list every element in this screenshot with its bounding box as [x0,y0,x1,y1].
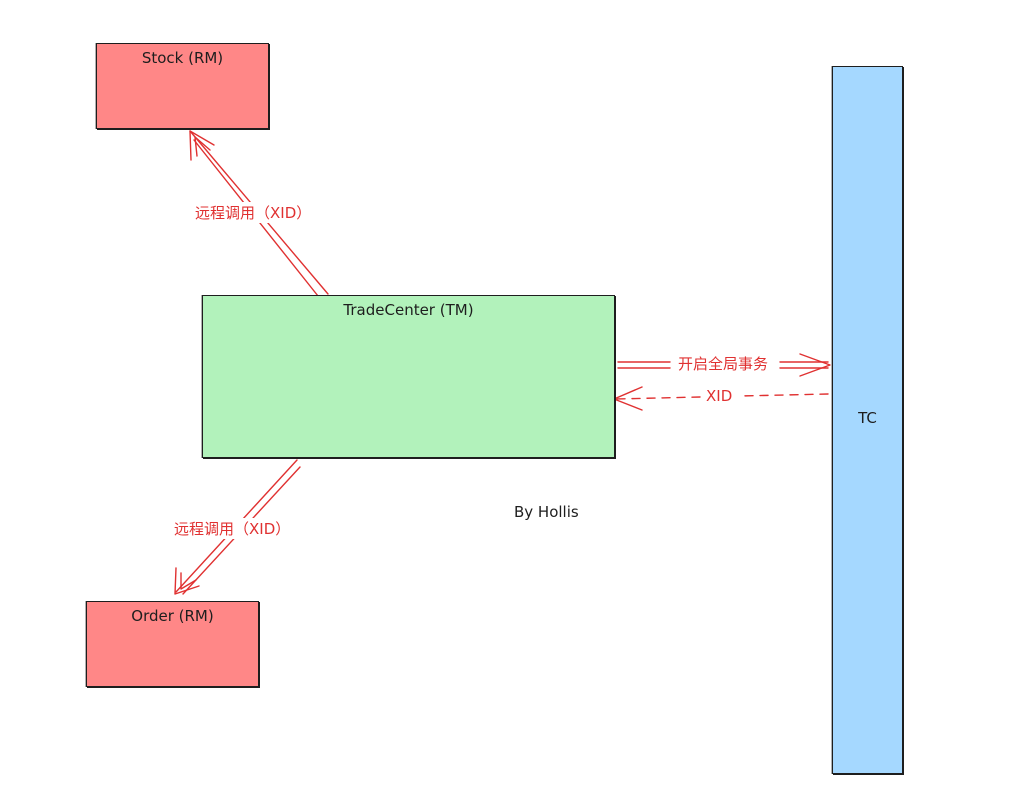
order-node-label: Order (RM) [131,607,214,625]
author-credit: By Hollis [514,503,579,521]
edge-label-to-order: 远程调用（XID） [172,518,293,539]
stock-node-label: Stock (RM) [141,49,224,67]
edge-label-to-stock: 远程调用（XID） [193,202,314,223]
tc-node-label: TC [858,409,877,427]
arrowhead-order-icon [174,567,200,595]
trade-center-node-label: TradeCenter (TM) [343,301,474,319]
trade-center-node: TradeCenter (TM) [202,295,615,458]
edge-begin-global [617,353,831,377]
arrowhead-begin-icon [799,353,831,377]
edge-label-return-xid: XID [704,387,735,405]
arrowhead-stock-icon [189,130,215,161]
edge-label-begin-global: 开启全局事务 [676,353,771,374]
tc-node: TC [832,66,903,774]
order-node: Order (RM) [86,601,259,687]
stock-node: Stock (RM) [96,43,269,129]
